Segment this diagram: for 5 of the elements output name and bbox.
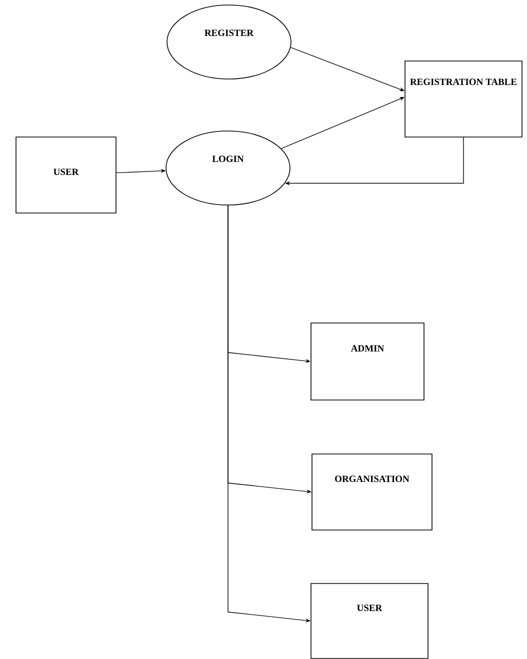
table-box: REGISTRATION TABLE bbox=[404, 60, 522, 138]
entity-box: USER bbox=[16, 136, 116, 214]
entity-box: ADMIN bbox=[310, 322, 424, 400]
entity-box: USER bbox=[310, 583, 428, 659]
entity-box: ORGANISATION bbox=[312, 454, 432, 530]
